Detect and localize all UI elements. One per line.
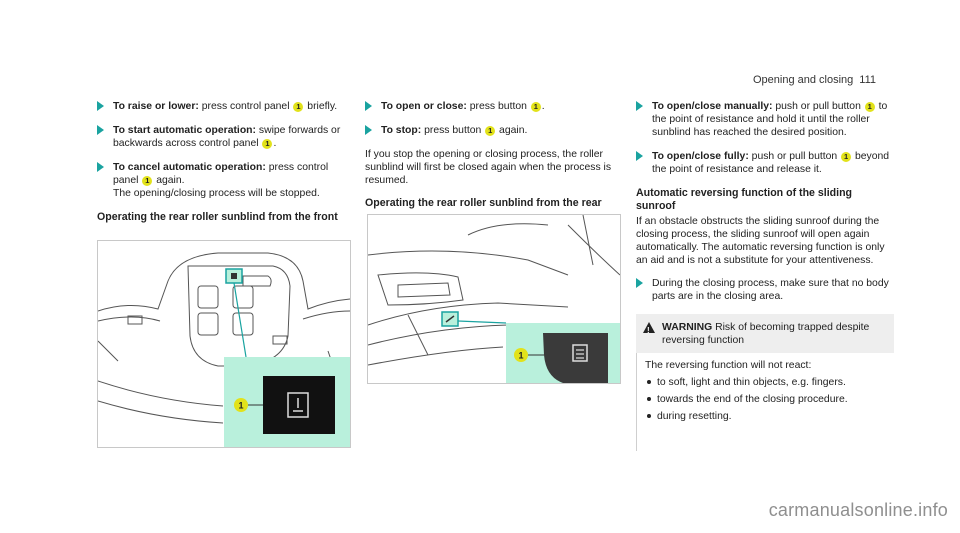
step-open-close: To open or close: press button 1. bbox=[365, 100, 620, 113]
callout-1-icon: 1 bbox=[485, 126, 496, 136]
step-text: The opening/closing process will be stop… bbox=[113, 188, 320, 199]
step-arrow-icon bbox=[636, 101, 643, 111]
step-label: To raise or lower: bbox=[113, 101, 199, 112]
column-1: To raise or lower: press control panel 1… bbox=[97, 100, 352, 226]
step-open-close-fully: To open/close fully: push or pull button… bbox=[636, 150, 894, 176]
figure-front-control-panel: 1 bbox=[97, 240, 351, 448]
step-text: press button bbox=[421, 125, 485, 136]
callout-1-icon: 1 bbox=[841, 152, 852, 162]
step-text: push or pull button bbox=[772, 101, 864, 112]
warning-title-text: Risk of becoming trapped despite reversi… bbox=[662, 322, 870, 346]
warning-header: ! WARNING Risk of becoming trapped despi… bbox=[636, 314, 894, 353]
step-start-automatic: To start automatic operation: swipe forw… bbox=[97, 124, 352, 150]
step-arrow-icon bbox=[636, 278, 643, 288]
step-text: . bbox=[541, 101, 545, 112]
step-text: again. bbox=[496, 125, 528, 136]
step-label: To open or close: bbox=[381, 101, 467, 112]
step-cancel-automatic: To cancel automatic operation: press con… bbox=[97, 161, 352, 200]
step-text: briefly. bbox=[304, 101, 338, 112]
step-closing-area: During the closing process, make sure th… bbox=[636, 277, 894, 303]
column-2: To open or close: press button 1. To sto… bbox=[365, 100, 620, 212]
step-text: beyond the point of resistance and relea… bbox=[652, 151, 890, 175]
step-label: To open/close manually: bbox=[652, 101, 773, 112]
figure-callout: 1 bbox=[238, 401, 243, 411]
header-title: Opening and closing bbox=[752, 74, 854, 86]
front-panel-illustration: 1 bbox=[98, 252, 350, 447]
step-text: . bbox=[273, 138, 277, 149]
step-arrow-icon bbox=[365, 125, 372, 135]
page-number: 111 bbox=[859, 74, 876, 86]
warning-bullet: to soft, light and thin objects, e.g. fi… bbox=[645, 376, 894, 389]
section-heading: Operating the rear roller sunblind from … bbox=[97, 211, 338, 223]
warning-body: The reversing function will not react: t… bbox=[636, 353, 894, 451]
step-arrow-icon bbox=[97, 162, 104, 172]
step-label: To open/close fully: bbox=[652, 151, 749, 162]
page-header: Opening and closing 111 bbox=[753, 74, 876, 86]
step-open-close-manually: To open/close manually: push or pull but… bbox=[636, 100, 894, 139]
column-3: To open/close manually: push or pull but… bbox=[636, 100, 894, 451]
step-arrow-icon bbox=[97, 125, 104, 135]
warning-triangle-icon: ! bbox=[643, 322, 655, 335]
figure-rear-control-button: 1 bbox=[367, 214, 621, 384]
step-raise-lower: To raise or lower: press control panel 1… bbox=[97, 100, 352, 113]
step-stop: To stop: press button 1 again. bbox=[365, 124, 620, 137]
callout-1-icon: 1 bbox=[262, 139, 273, 149]
step-text: to the point of resistance and hold it u… bbox=[652, 101, 888, 138]
step-text: press button bbox=[466, 101, 530, 112]
step-label: To cancel automatic operation: bbox=[113, 162, 266, 173]
warning-title: WARNING bbox=[662, 322, 713, 333]
warning-bullet: during resetting. bbox=[645, 410, 894, 423]
step-arrow-icon bbox=[365, 101, 372, 111]
paragraph: If an obstacle obstructs the sliding sun… bbox=[636, 216, 885, 266]
step-text: again. bbox=[153, 175, 185, 186]
section-heading: Operating the rear roller sunblind from … bbox=[365, 197, 602, 209]
warning-intro: The reversing function will not react: bbox=[645, 360, 812, 371]
step-text: push or pull button bbox=[748, 151, 841, 162]
callout-1-icon: 1 bbox=[142, 176, 153, 186]
callout-1-icon: 1 bbox=[293, 102, 304, 112]
step-arrow-icon bbox=[97, 101, 104, 111]
step-label: To stop: bbox=[381, 125, 422, 136]
step-text: press control panel bbox=[198, 101, 293, 112]
step-text: swipe forwards or backwards across contr… bbox=[113, 125, 341, 149]
step-arrow-icon bbox=[636, 151, 643, 161]
warning-box: ! WARNING Risk of becoming trapped despi… bbox=[636, 314, 894, 451]
step-label: To start automatic operation: bbox=[113, 125, 256, 136]
warning-bullet: towards the end of the closing procedure… bbox=[645, 393, 894, 406]
watermark: carmanualsonline.info bbox=[768, 500, 948, 520]
step-text: During the closing process, make sure th… bbox=[652, 278, 889, 302]
callout-1-icon: 1 bbox=[864, 102, 875, 112]
rear-panel-illustration: 1 bbox=[368, 215, 620, 383]
section-heading: Automatic reversing function of the slid… bbox=[636, 187, 853, 212]
callout-1-icon: 1 bbox=[530, 102, 541, 112]
figure-callout: 1 bbox=[518, 351, 523, 361]
paragraph: If you stop the opening or closing proce… bbox=[365, 149, 612, 186]
step-text: press control panel bbox=[113, 162, 329, 186]
